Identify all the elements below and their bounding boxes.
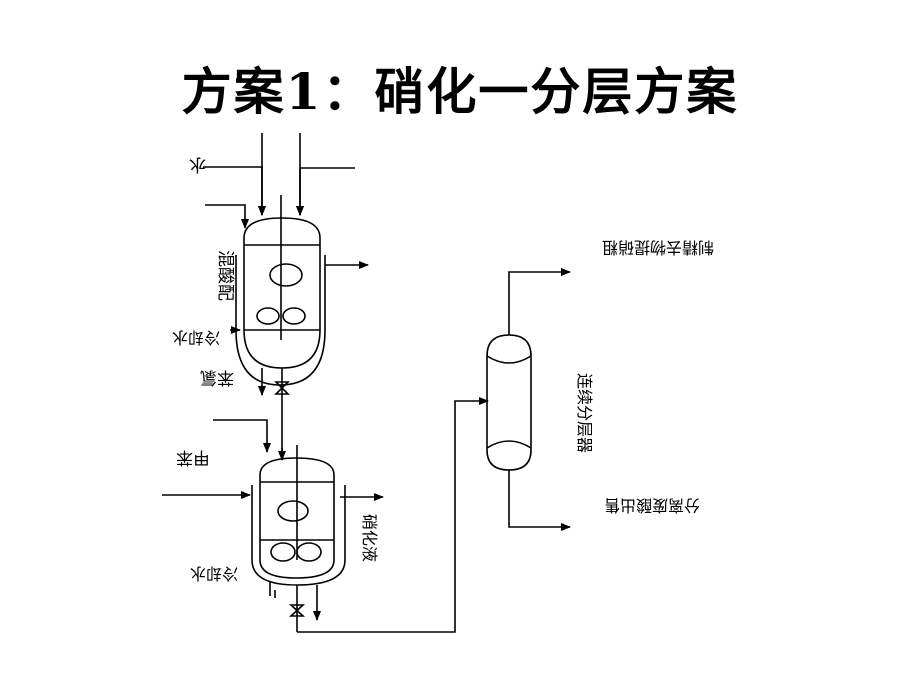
label-separator: 连续分层器 xyxy=(575,373,594,453)
label-to-sale: 分离废酸出售 xyxy=(604,496,700,515)
label-to-refining: 制精去物提硝粗 xyxy=(602,238,714,257)
reactor-2 xyxy=(251,445,346,586)
valve-icon xyxy=(288,604,306,617)
valve-icon xyxy=(274,381,290,395)
label-water-top: 水 xyxy=(189,154,206,174)
label-benzene: 苯氯 xyxy=(200,367,234,387)
separator-vessel xyxy=(486,334,532,471)
coil-icon xyxy=(269,263,303,287)
labels: 水 混酸配 冷却水 苯氯 甲苯 冷却水 硝化液 连续分层器 制精去物提硝粗 分离… xyxy=(172,154,714,583)
label-toluene: 甲苯 xyxy=(176,447,210,467)
label-cooling-water-2: 冷却水 xyxy=(190,564,238,583)
label-nitration: 硝化液 xyxy=(360,514,379,562)
label-cooling-water-1: 冷却水 xyxy=(172,328,220,347)
label-mixed-acid: 混酸配 xyxy=(215,250,235,301)
page-title: 方案1：硝化一分层方案 xyxy=(181,62,739,121)
reactor-1 xyxy=(235,195,326,386)
